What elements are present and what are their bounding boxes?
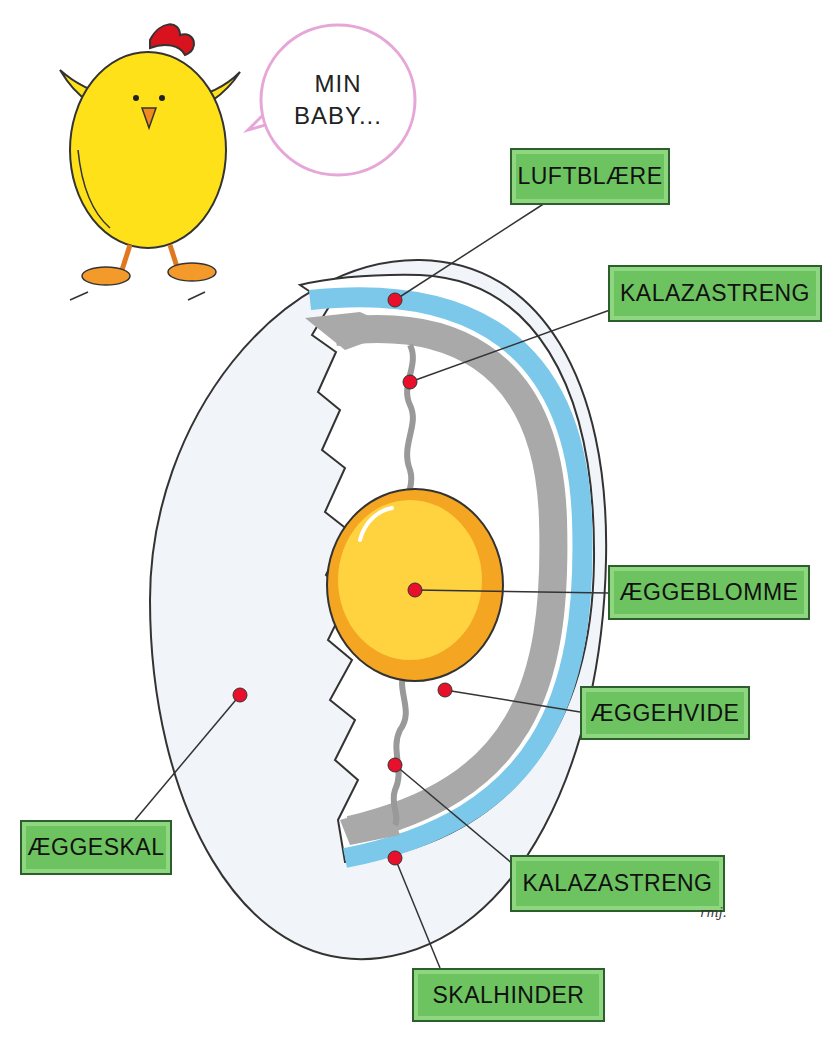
part-name: ÆGGESKAL (28, 834, 165, 861)
part-name: ÆGGEHVIDE (591, 700, 740, 727)
signature: rmj. (700, 905, 727, 920)
part-name: LUFTBLÆRE (517, 163, 662, 190)
part-name: ÆGGEBLOMME (620, 579, 799, 606)
part-label: KALAZASTRENG (608, 265, 822, 322)
bubble-outline (258, 22, 418, 178)
part-label: ÆGGEBLOMME (608, 565, 810, 620)
chick (60, 24, 240, 300)
part-label: KALAZASTRENG (510, 855, 725, 912)
part-name: SKALHINDER (433, 982, 585, 1009)
part-name: KALAZASTRENG (620, 280, 810, 307)
part-label: ÆGGESKAL (20, 820, 172, 875)
part-label: LUFTBLÆRE (510, 148, 670, 205)
part-label: SKALHINDER (412, 968, 605, 1022)
part-name: KALAZASTRENG (522, 870, 712, 897)
speech-text: MIN BABY... (288, 68, 388, 132)
speech-bubble: MIN BABY... (258, 22, 418, 178)
part-label: ÆGGEHVIDE (580, 686, 750, 740)
